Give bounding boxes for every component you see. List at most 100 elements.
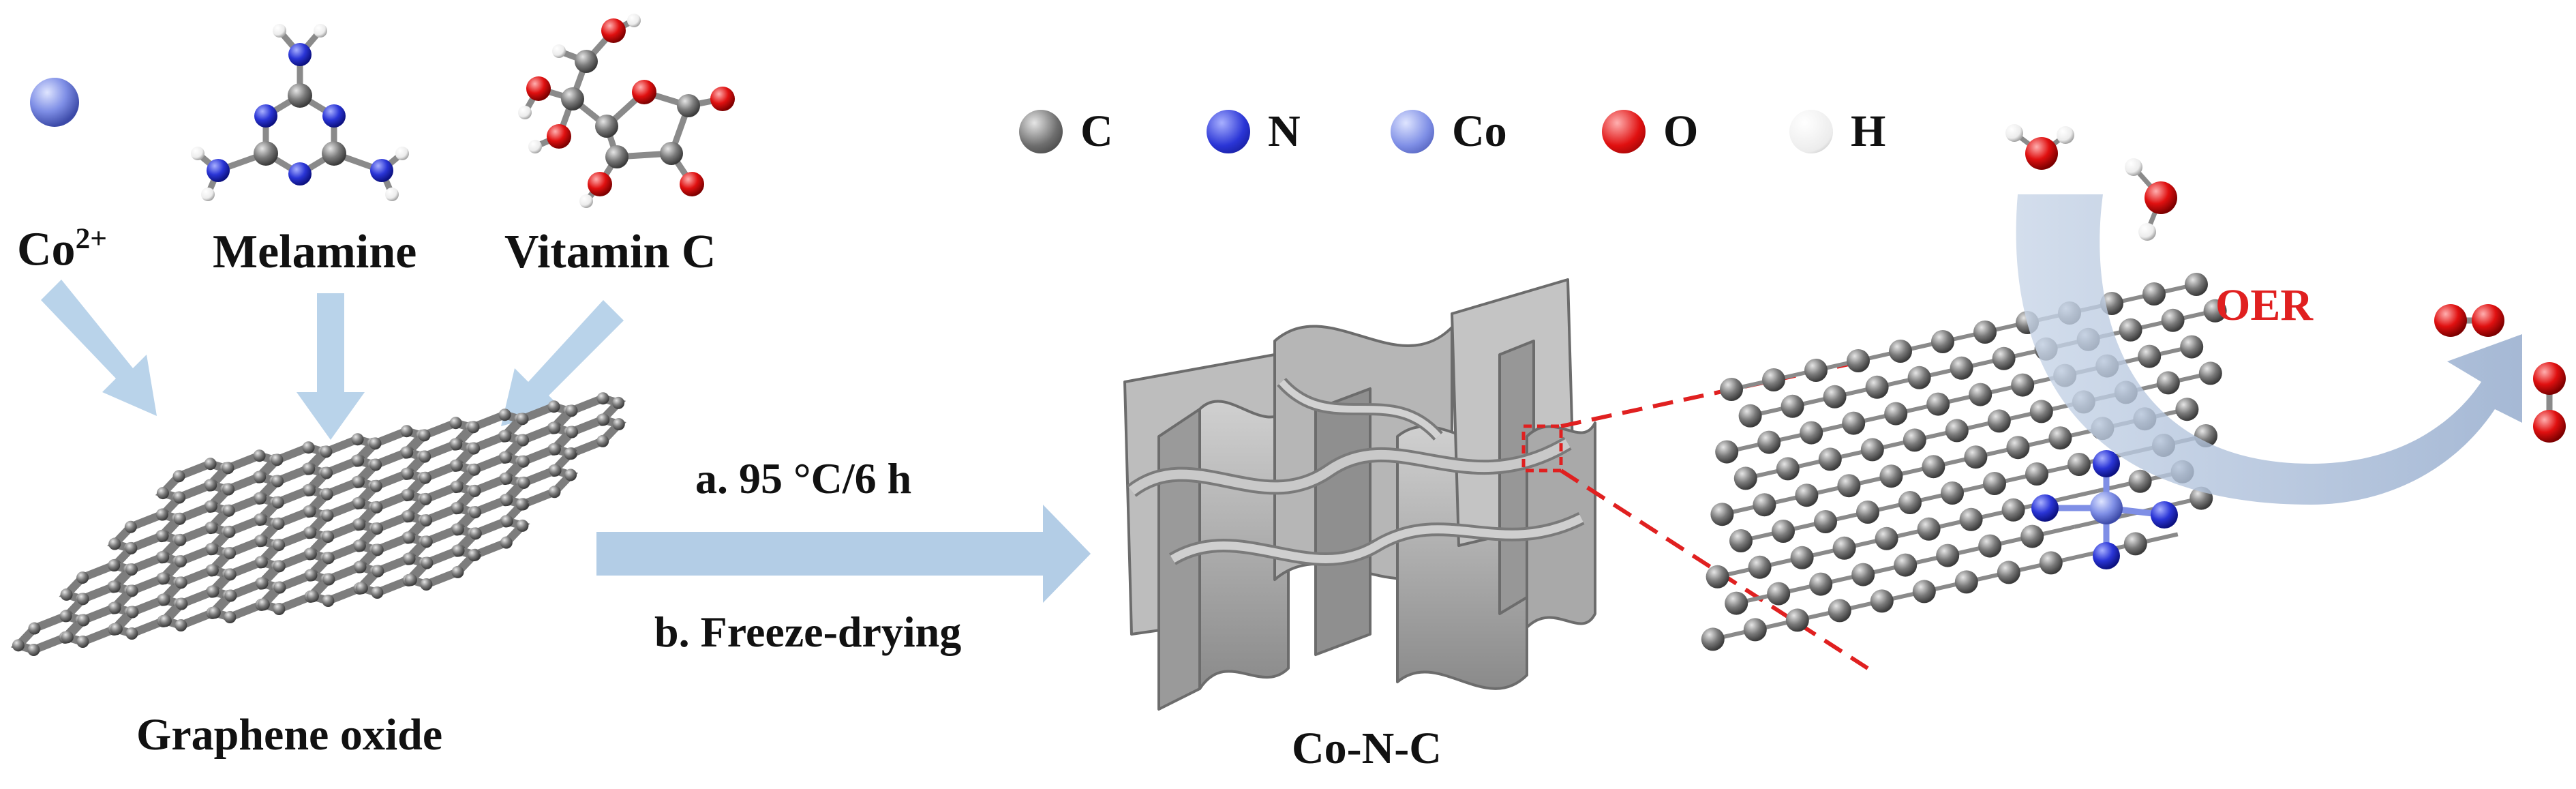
carbon-atom [172, 470, 185, 483]
carbon-atom [499, 430, 512, 443]
lattice-carbon-atom [1804, 359, 1828, 382]
lattice-carbon-atom [1917, 517, 1941, 541]
carbon-atom [28, 622, 41, 635]
melamine-atoms [191, 24, 409, 201]
carbon-atom [110, 623, 123, 636]
lattice-carbon-atom [1800, 421, 1823, 445]
lattice-carbon-atom [1879, 464, 1903, 488]
lattice-carbon-atom [1757, 430, 1781, 454]
carbon-atom [108, 537, 121, 550]
vitamin-c-atoms [518, 14, 735, 208]
carbon-atom [224, 547, 237, 560]
carbon-atom [273, 539, 286, 552]
carbon-atom [273, 603, 286, 615]
lattice-carbon-atom [1969, 383, 1992, 406]
lattice-carbon-atom [2180, 335, 2204, 359]
carbon-atom [173, 512, 186, 525]
lattice-carbon-atom [1954, 570, 1978, 594]
nitrogen-atom [2031, 494, 2059, 522]
carbon-atom [223, 525, 236, 538]
carbon-atom [255, 535, 268, 547]
lattice-carbon-atom [1818, 447, 1842, 471]
lattice-carbon-atom [1715, 440, 1739, 464]
carbon-atom [156, 529, 169, 542]
co-ion-label: Co2+ [17, 222, 107, 276]
lattice-carbon-atom [1767, 582, 1791, 606]
lattice-carbon-atom [1823, 385, 1847, 408]
lattice-carbon-atom [1945, 419, 1969, 443]
carbon-atom [400, 425, 413, 438]
co-n-c-label: Co-N-C [1292, 724, 1442, 773]
carbon-atom [517, 455, 530, 468]
carbon-atom [549, 464, 562, 477]
carbon-atom [175, 555, 187, 568]
lattice-carbon-atom [1894, 553, 1918, 577]
carbon-atom [402, 510, 415, 522]
carbon-atom [372, 565, 384, 578]
carbon-atom [156, 487, 169, 500]
process-arrow [596, 505, 1091, 603]
carbon-atom [403, 552, 416, 565]
carbon-atom [421, 556, 434, 569]
legend-label: N [1268, 106, 1301, 156]
carbon-atom [419, 471, 431, 484]
carbon-atom [355, 582, 368, 595]
carbon-atom-icon [1019, 110, 1063, 153]
arrow-co [41, 280, 157, 416]
lattice-carbon-atom [1785, 608, 1809, 632]
lattice-carbon-atom [1753, 493, 1776, 517]
lattice-carbon-atom [1828, 599, 1851, 623]
carbon-atom [76, 636, 89, 648]
lattice-carbon-atom [2029, 400, 2053, 423]
legend-item-c: C [1019, 106, 1113, 158]
carbon-atom [500, 472, 513, 485]
lattice-carbon-atom [1884, 402, 1908, 426]
carbon-atom [353, 518, 366, 531]
lattice-carbon-atom [1922, 455, 1945, 479]
lattice-carbon-atom [1851, 563, 1875, 586]
graphene-ring [403, 546, 482, 589]
carbon-atom [401, 467, 414, 480]
carbon-atom [420, 578, 433, 591]
carbon-atom [515, 498, 528, 511]
lattice-carbon-atom [1762, 368, 1785, 391]
lattice-carbon-atom [1978, 534, 2002, 558]
carbon-atom [352, 454, 365, 467]
carbon-atom [174, 533, 187, 546]
carbon-atom [451, 565, 464, 578]
lattice-carbon-atom [1842, 411, 1866, 435]
lattice-carbon-atom [1776, 457, 1800, 481]
graphene-oxide-sheet [10, 392, 626, 656]
lattice-carbon-atom [1729, 529, 1753, 552]
lattice-bond [2055, 488, 2099, 503]
carbon-atom [468, 549, 481, 562]
carbon-atom [273, 581, 286, 594]
carbon-atom [124, 520, 137, 533]
carbon-atom [304, 548, 317, 561]
lattice-carbon-atom [1743, 618, 1767, 642]
carbon-atom [564, 447, 577, 460]
carbon-atom [351, 433, 364, 446]
hydrogen-atom-icon [1789, 110, 1833, 153]
carbon-atom [469, 506, 482, 519]
lattice-carbon-atom [1889, 340, 1912, 363]
lattice-carbon-atom [2142, 282, 2166, 306]
carbon-atom [420, 535, 433, 548]
lattice-carbon-atom [1847, 349, 1870, 372]
carbon-atom [257, 598, 270, 611]
carbon-atom [303, 483, 316, 496]
input-arrows [41, 280, 624, 440]
carbon-atom [467, 421, 480, 434]
lattice-carbon-atom [2198, 361, 2222, 385]
carbon-atom [596, 392, 609, 405]
carbon-atom [320, 445, 333, 458]
carbon-atom [255, 556, 268, 569]
carbon-atom [206, 543, 219, 555]
carbon-atom [369, 479, 382, 492]
graphene-oxide-label: Graphene oxide [136, 710, 443, 760]
carbon-atom [271, 453, 284, 466]
carbon-atom [548, 443, 561, 456]
reaction-arrow [2016, 194, 2522, 505]
carbon-atom [204, 458, 217, 471]
